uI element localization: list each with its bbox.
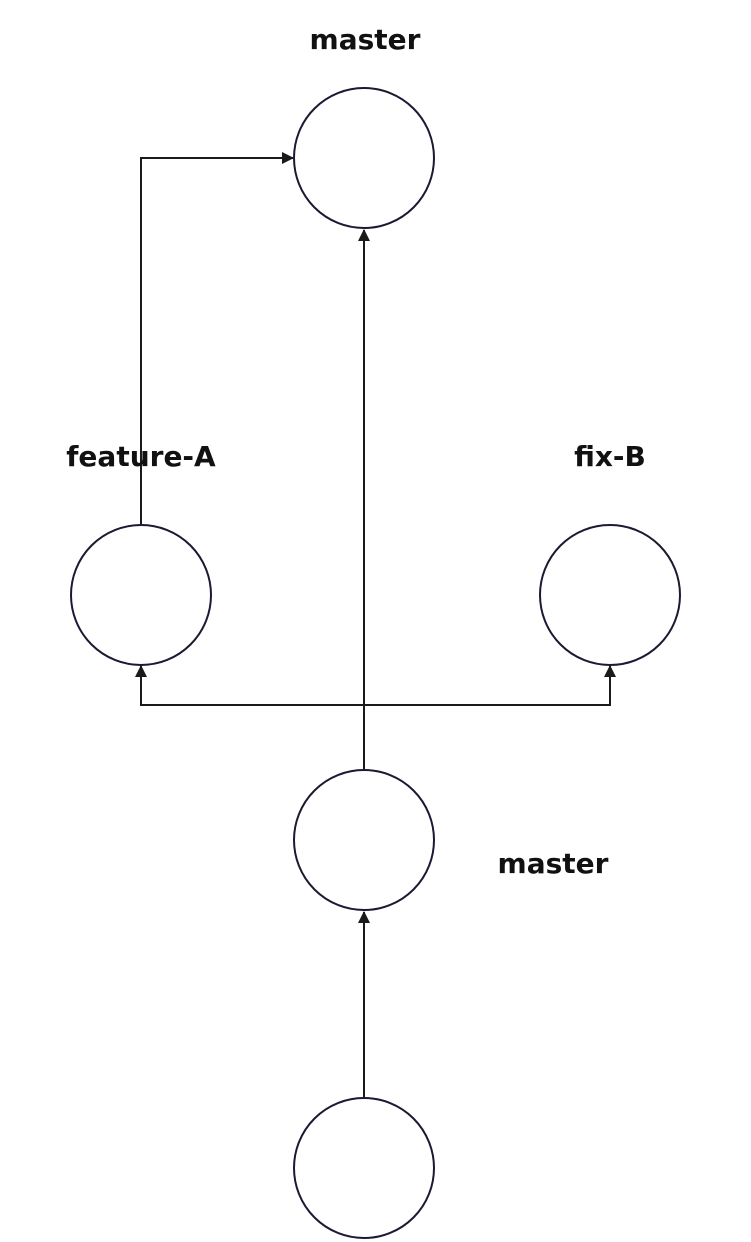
commit-node-master-top [293,87,435,229]
edge-split-to-fix-b [364,665,616,706]
label-master-top: master [310,23,421,56]
commit-node-fix-b [539,524,681,666]
edge-split-to-feature-a [135,665,364,706]
label-feature-a: feature-A [66,440,216,473]
edge-feature-a-to-master-top [140,152,294,524]
commit-node-feature-a [70,524,212,666]
label-fix-b: fix-B [574,440,646,473]
commit-node-root [293,1097,435,1239]
commit-node-master-mid [293,769,435,911]
label-master-bottom: master [498,847,609,880]
